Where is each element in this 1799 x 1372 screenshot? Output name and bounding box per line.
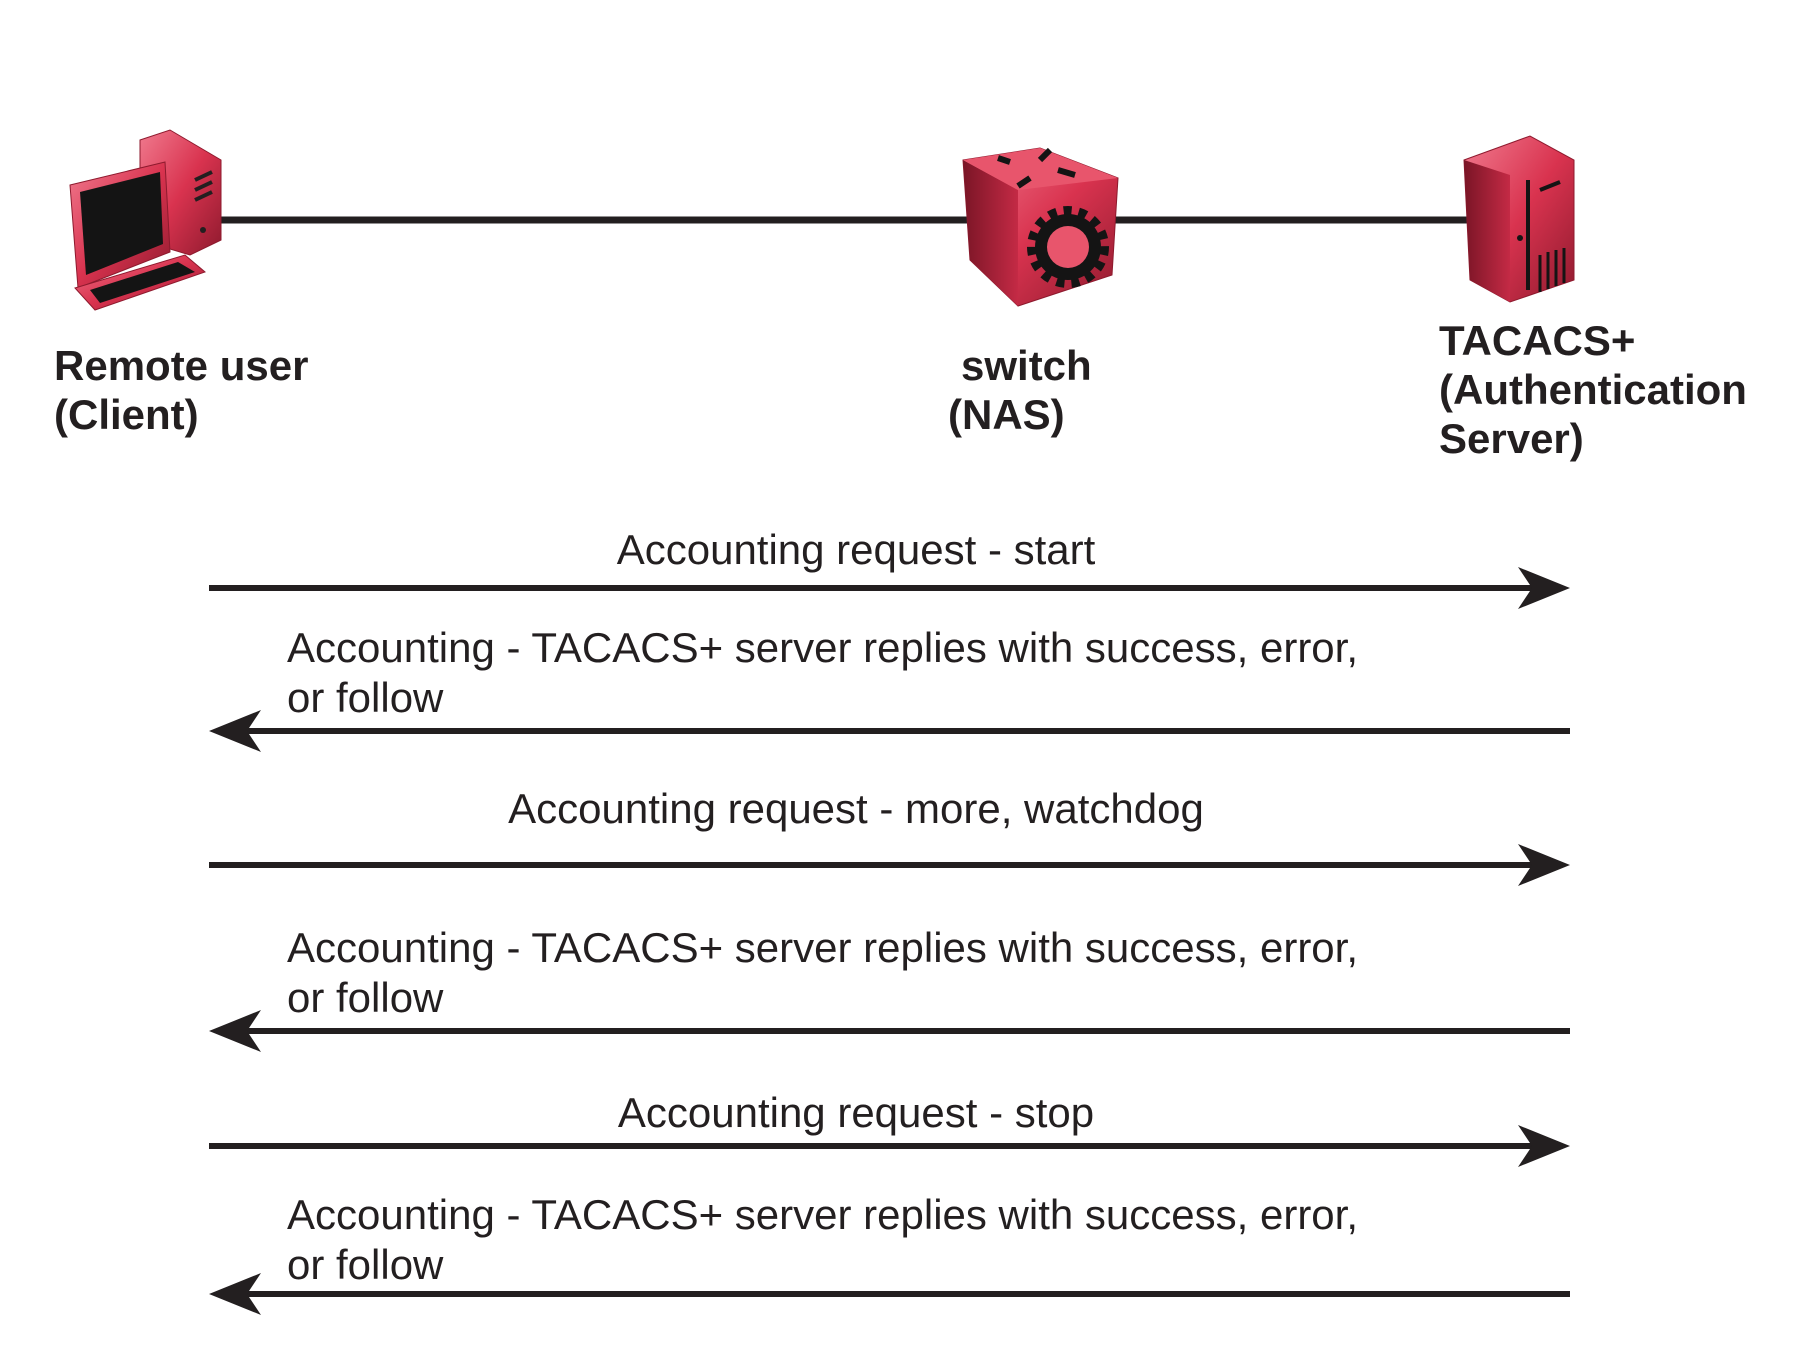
message-line: Accounting - TACACS+ server replies with… xyxy=(287,624,1358,671)
message-line: Accounting - TACACS+ server replies with… xyxy=(287,1191,1358,1238)
server-label-line1: TACACS+ xyxy=(1439,317,1636,364)
message-arrow-right xyxy=(209,844,1570,886)
message-arrow-left xyxy=(209,1010,1570,1052)
message-arrow-right xyxy=(209,567,1570,609)
server-label-line2: (Authentication xyxy=(1439,366,1747,413)
arrowhead xyxy=(1518,1125,1570,1167)
message-arrow-right xyxy=(209,1125,1570,1167)
server-label: TACACS+ (Authentication Server) xyxy=(1439,316,1747,463)
client-label: Remote user (Client) xyxy=(54,341,308,439)
message-label: Accounting request - start xyxy=(616,526,1096,573)
arrowhead xyxy=(209,1273,261,1315)
router-switch-icon xyxy=(962,147,1119,307)
server-label-line3: Server) xyxy=(1439,415,1584,462)
message-label: Accounting request - stop xyxy=(617,1089,1095,1136)
arrowhead xyxy=(1518,567,1570,609)
message-line: or follow xyxy=(287,974,444,1021)
message-label: Accounting - TACACS+ server replies with… xyxy=(287,923,1358,1023)
arrowhead xyxy=(209,710,261,752)
server-icon xyxy=(1463,135,1575,303)
arrowhead xyxy=(1518,844,1570,886)
client-label-line1: Remote user xyxy=(54,342,309,389)
message-arrow-left xyxy=(209,710,1570,752)
client-label-line2: (Client) xyxy=(54,391,199,438)
message-line: Accounting - TACACS+ server replies with… xyxy=(287,924,1358,971)
message-line: or follow xyxy=(287,674,444,721)
switch-label: switch (NAS) xyxy=(948,341,1092,439)
arrowhead xyxy=(209,1010,261,1052)
switch-label-line2: (NAS) xyxy=(948,391,1065,438)
message-label: Accounting request - more, watchdog xyxy=(508,785,1204,832)
computer-icon xyxy=(69,129,222,311)
message-label: Accounting - TACACS+ server replies with… xyxy=(287,623,1358,723)
message-line: or follow xyxy=(287,1241,444,1288)
switch-label-line1: switch xyxy=(961,342,1092,389)
message-arrow-left xyxy=(209,1273,1570,1315)
message-label: Accounting - TACACS+ server replies with… xyxy=(287,1190,1358,1290)
